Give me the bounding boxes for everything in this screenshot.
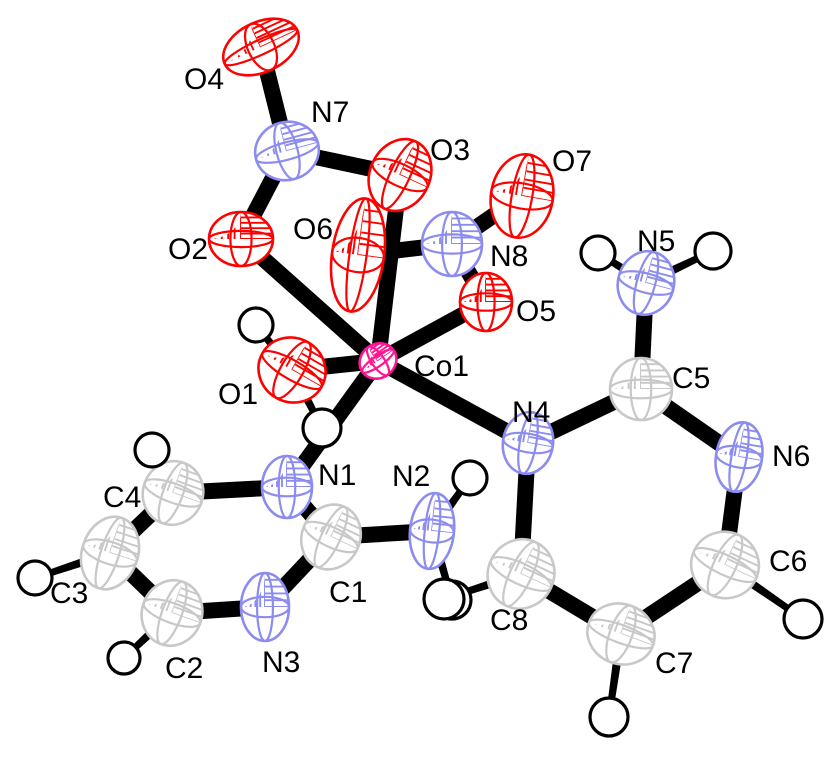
- ellipsoid-N3: [239, 571, 291, 643]
- ellipsoid-C5: [608, 356, 674, 422]
- hydrogen-atom-H6: [782, 598, 824, 640]
- ellipsoid-O6: [329, 194, 392, 313]
- atom-label-N7: N7: [311, 96, 349, 129]
- atom-label-N6: N6: [772, 440, 810, 473]
- atom-label-Co1: Co1: [414, 350, 469, 383]
- atom-label-C3: C3: [50, 577, 88, 610]
- hydrogen-atom-H3: [16, 559, 54, 597]
- hydrogen-atom-H2A: [451, 459, 489, 497]
- atom-label-O3: O3: [430, 134, 470, 167]
- atom-label-C5: C5: [672, 362, 710, 395]
- hydrogen-atom-H8: [422, 577, 466, 621]
- atom-label-C8: C8: [490, 604, 528, 637]
- ellipsoid-C2: [140, 571, 212, 647]
- ellipsoid-C6: [689, 520, 770, 600]
- ellipsoid-N6: [714, 418, 768, 493]
- hydrogen-atom-H7: [588, 696, 630, 738]
- ellipsoid-N5: [616, 244, 682, 317]
- hydrogen-atom-H4: [133, 431, 171, 469]
- atom-label-C1: C1: [329, 576, 367, 609]
- hydrogen-atom-H5A: [579, 234, 617, 272]
- atom-label-C7: C7: [655, 647, 693, 680]
- atom-label-O5: O5: [516, 295, 556, 328]
- atom-label-O1: O1: [218, 378, 258, 411]
- hydrogen-atom-H2O: [301, 407, 343, 449]
- atom-label-C6: C6: [769, 545, 807, 578]
- atom-label-O4: O4: [184, 63, 224, 96]
- ellipsoid-N8: [420, 210, 484, 278]
- atom-label-N4: N4: [512, 396, 550, 429]
- ellipsoid-O2: [207, 210, 275, 268]
- ellipsoid-N2: [408, 490, 458, 571]
- hydrogen-atom-layer: [16, 231, 824, 738]
- atom-label-C2: C2: [165, 652, 203, 685]
- ellipsoid-O4: [214, 7, 301, 77]
- atom-label-O6: O6: [293, 213, 333, 246]
- atom-label-N1: N1: [318, 459, 356, 492]
- atom-label-N8: N8: [490, 240, 528, 273]
- atom-label-C4: C4: [103, 481, 141, 514]
- atom-label-N5: N5: [637, 225, 675, 258]
- ellipsoid-C4: [141, 452, 213, 527]
- ellipsoid-C3: [79, 509, 149, 591]
- bond-Co1-O3: [370, 174, 408, 362]
- atom-label-O7: O7: [552, 145, 592, 178]
- atom-label-O2: O2: [168, 233, 208, 266]
- hydrogen-atom-H1O: [237, 306, 275, 344]
- atom-label-N3: N3: [262, 646, 300, 679]
- bond-Co1-O2: [235, 233, 384, 367]
- ellipsoid-O7: [489, 149, 560, 240]
- bond-Co1-N4: [374, 354, 532, 450]
- hydrogen-atom-H2: [106, 640, 142, 676]
- ellipsoid-N1: [260, 454, 314, 520]
- atom-label-N2: N2: [392, 460, 430, 493]
- hydrogen-atom-H5B: [693, 231, 733, 271]
- ellipsoid-O5: [458, 271, 514, 333]
